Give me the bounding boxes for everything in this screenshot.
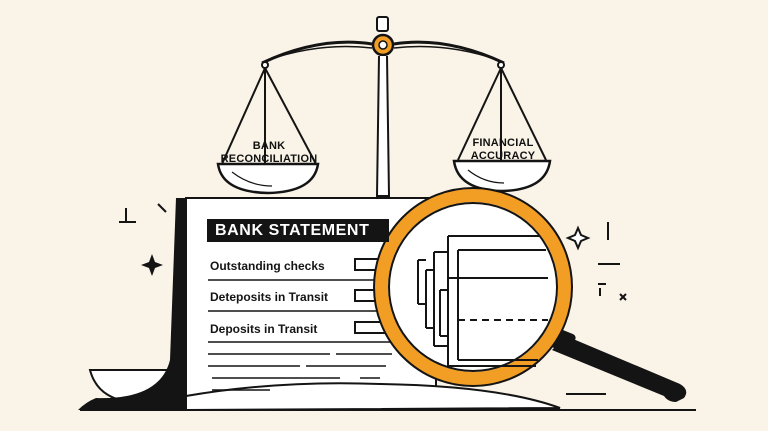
right-pan-label-line2: ACCURACY bbox=[470, 150, 536, 162]
left-pan-label-line2: RECONCILIATION bbox=[220, 153, 318, 165]
balance-scale-icon bbox=[216, 16, 552, 197]
statement-header: BANK STATEMENT bbox=[207, 219, 389, 242]
statement-row-label: Outstanding checks bbox=[210, 259, 325, 273]
left-pan-label: BANK RECONCILIATION bbox=[214, 140, 324, 166]
document-shape bbox=[78, 197, 561, 412]
right-pan-label: FINANCIAL ACCURACY bbox=[448, 137, 558, 163]
statement-row-label: Deposits in Transit bbox=[210, 322, 318, 336]
sparkle-icon bbox=[141, 225, 591, 276]
decorative-marks bbox=[80, 203, 696, 411]
statement-row-label: Deteposits in Transit bbox=[210, 290, 329, 304]
right-pan-label-line1: FINANCIAL bbox=[472, 137, 534, 149]
magnifying-glass-icon bbox=[373, 187, 687, 402]
left-pan-label-line1: BANK bbox=[252, 140, 286, 152]
